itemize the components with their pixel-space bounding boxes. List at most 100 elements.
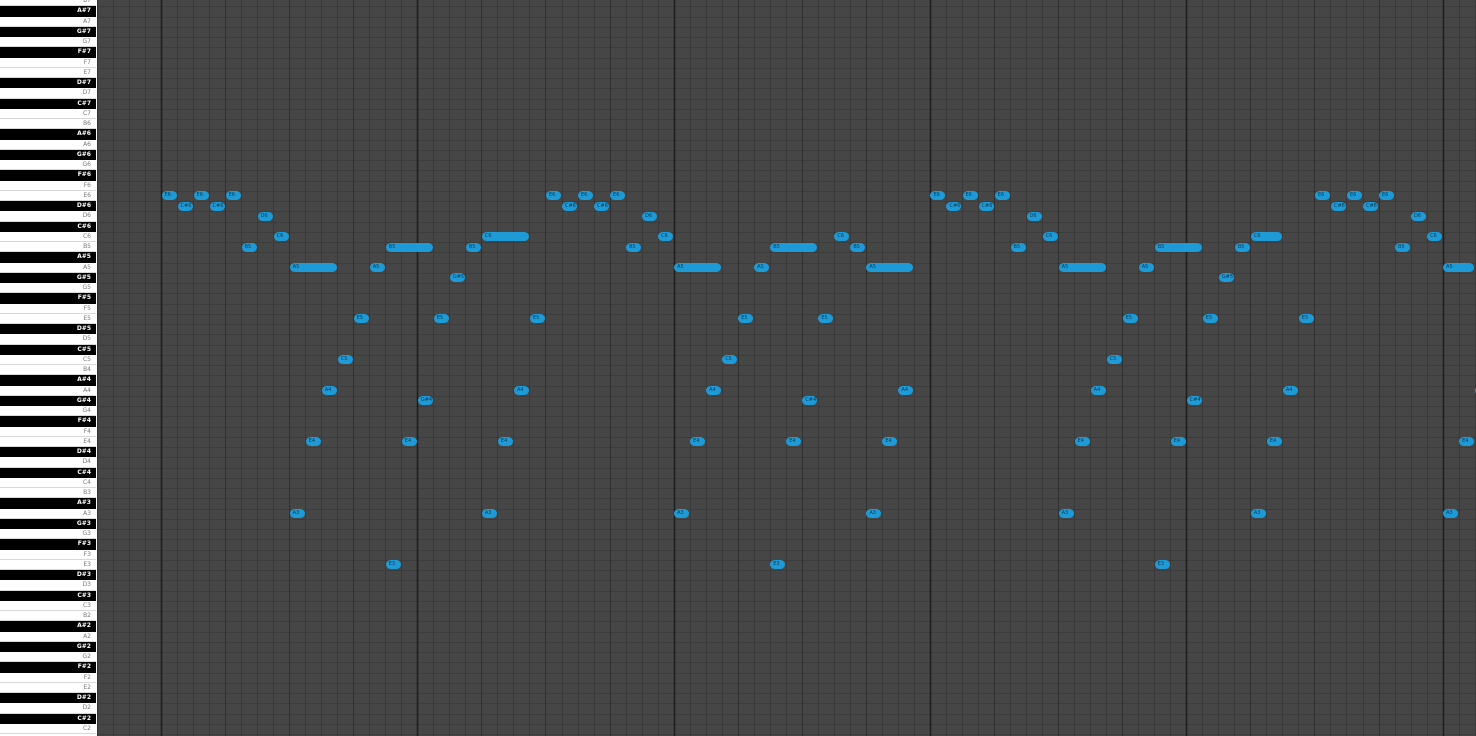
piano-key-cs7[interactable]: C#7 (0, 98, 96, 109)
note-block[interactable]: E5 (433, 314, 449, 324)
piano-key-as2[interactable]: A#2 (0, 621, 96, 632)
note-block[interactable]: G#5 (1218, 273, 1234, 283)
piano-key-cs3[interactable]: C#3 (0, 590, 96, 601)
note-block[interactable]: B5 (1234, 242, 1250, 252)
note-block[interactable]: E6 (578, 191, 594, 201)
piano-key-e3[interactable]: E3 (0, 559, 96, 570)
note-block[interactable]: E6 (1346, 191, 1362, 201)
piano-key-gs5[interactable]: G#5 (0, 272, 96, 283)
piano-key-g4[interactable]: G4 (0, 406, 96, 417)
note-block[interactable]: E5 (1122, 314, 1138, 324)
piano-key-gs4[interactable]: G#4 (0, 395, 96, 406)
piano-key-a2[interactable]: A2 (0, 631, 96, 642)
note-block[interactable]: C#6 (209, 201, 225, 211)
note-block[interactable]: C#6 (1363, 201, 1379, 211)
piano-key-as3[interactable]: A#3 (0, 498, 96, 509)
piano-key-c4[interactable]: C4 (0, 477, 96, 488)
piano-key-e7[interactable]: E7 (0, 67, 96, 78)
note-block[interactable]: C#4 (802, 396, 818, 406)
note-block[interactable]: C5 (1106, 355, 1122, 365)
note-block[interactable]: C6 (834, 232, 850, 242)
note-block[interactable]: B5 (465, 242, 481, 252)
piano-key-gs6[interactable]: G#6 (0, 149, 96, 160)
piano-key-e5[interactable]: E5 (0, 313, 96, 324)
note-block[interactable]: E6 (930, 191, 946, 201)
note-block[interactable]: E4 (401, 437, 417, 447)
piano-key-f3[interactable]: F3 (0, 549, 96, 560)
piano-key-g6[interactable]: G6 (0, 160, 96, 171)
note-block[interactable]: A3 (1443, 509, 1459, 519)
note-block[interactable]: E4 (1459, 437, 1475, 447)
note-block[interactable]: D6 (642, 211, 658, 221)
piano-key-d6[interactable]: D6 (0, 211, 96, 222)
note-block[interactable]: A4 (321, 386, 337, 396)
piano-key-b6[interactable]: B6 (0, 119, 96, 130)
piano-key-ds6[interactable]: D#6 (0, 201, 96, 212)
note-block[interactable]: E6 (610, 191, 626, 201)
note-block[interactable]: E5 (1202, 314, 1218, 324)
note-block[interactable]: E6 (1314, 191, 1330, 201)
note-block[interactable]: A3 (1250, 509, 1266, 519)
note-block[interactable]: E4 (1170, 437, 1186, 447)
piano-key-d5[interactable]: D5 (0, 334, 96, 345)
note-block[interactable]: E6 (962, 191, 978, 201)
note-block[interactable]: E4 (305, 437, 321, 447)
note-block[interactable]: A5 (754, 263, 770, 273)
piano-key-f2[interactable]: F2 (0, 672, 96, 683)
piano-key-a3[interactable]: A3 (0, 508, 96, 519)
note-block[interactable]: B5 (1154, 242, 1202, 252)
note-block[interactable]: C#6 (1330, 201, 1346, 211)
note-block[interactable]: B5 (626, 242, 642, 252)
note-block[interactable]: A5 (866, 263, 914, 273)
note-block[interactable]: E5 (353, 314, 369, 324)
piano-key-f5[interactable]: F5 (0, 303, 96, 314)
note-block[interactable]: A3 (1058, 509, 1074, 519)
note-block[interactable]: E6 (193, 191, 209, 201)
piano-key-a6[interactable]: A6 (0, 139, 96, 150)
note-block[interactable]: E3 (1154, 560, 1170, 570)
piano-key-gs2[interactable]: G#2 (0, 641, 96, 652)
piano-key-b2[interactable]: B2 (0, 611, 96, 622)
piano-key-fs5[interactable]: F#5 (0, 293, 96, 304)
note-block[interactable]: A3 (481, 509, 497, 519)
note-block[interactable]: A4 (706, 386, 722, 396)
note-block[interactable]: A3 (289, 509, 305, 519)
note-block[interactable]: D6 (257, 211, 273, 221)
piano-key-a4[interactable]: A4 (0, 385, 96, 396)
note-block[interactable]: C#6 (177, 201, 193, 211)
piano-key-ds5[interactable]: D#5 (0, 324, 96, 335)
piano-key-fs7[interactable]: F#7 (0, 47, 96, 58)
piano-key-fs2[interactable]: F#2 (0, 662, 96, 673)
piano-key-as6[interactable]: A#6 (0, 129, 96, 140)
piano-key-d4[interactable]: D4 (0, 457, 96, 468)
note-block[interactable]: E5 (738, 314, 754, 324)
note-block[interactable]: C6 (273, 232, 289, 242)
piano-key-cs6[interactable]: C#6 (0, 221, 96, 232)
note-block[interactable]: E5 (529, 314, 545, 324)
piano-key-c6[interactable]: C6 (0, 231, 96, 242)
note-block[interactable]: A5 (369, 263, 385, 273)
note-block[interactable]: G#5 (449, 273, 465, 283)
note-block[interactable]: B5 (1395, 242, 1411, 252)
note-block[interactable]: A5 (674, 263, 722, 273)
note-block[interactable]: E5 (1298, 314, 1314, 324)
piano-key-c5[interactable]: C5 (0, 354, 96, 365)
piano-key-g3[interactable]: G3 (0, 529, 96, 540)
piano-key-g2[interactable]: G2 (0, 652, 96, 663)
note-block[interactable]: E4 (497, 437, 513, 447)
note-block[interactable]: A5 (1443, 263, 1475, 273)
note-block[interactable]: E4 (1074, 437, 1090, 447)
note-block[interactable]: E4 (786, 437, 802, 447)
note-block[interactable]: A3 (674, 509, 690, 519)
piano-key-gs3[interactable]: G#3 (0, 518, 96, 529)
piano-key-d2[interactable]: D2 (0, 703, 96, 714)
piano-key-b3[interactable]: B3 (0, 488, 96, 499)
note-block[interactable]: A3 (866, 509, 882, 519)
note-block[interactable]: C5 (722, 355, 738, 365)
piano-key-cs2[interactable]: C#2 (0, 713, 96, 724)
piano-key-e6[interactable]: E6 (0, 190, 96, 201)
note-block[interactable]: C#6 (594, 201, 610, 211)
note-block[interactable]: B5 (385, 242, 433, 252)
note-block[interactable]: C6 (1427, 232, 1443, 242)
